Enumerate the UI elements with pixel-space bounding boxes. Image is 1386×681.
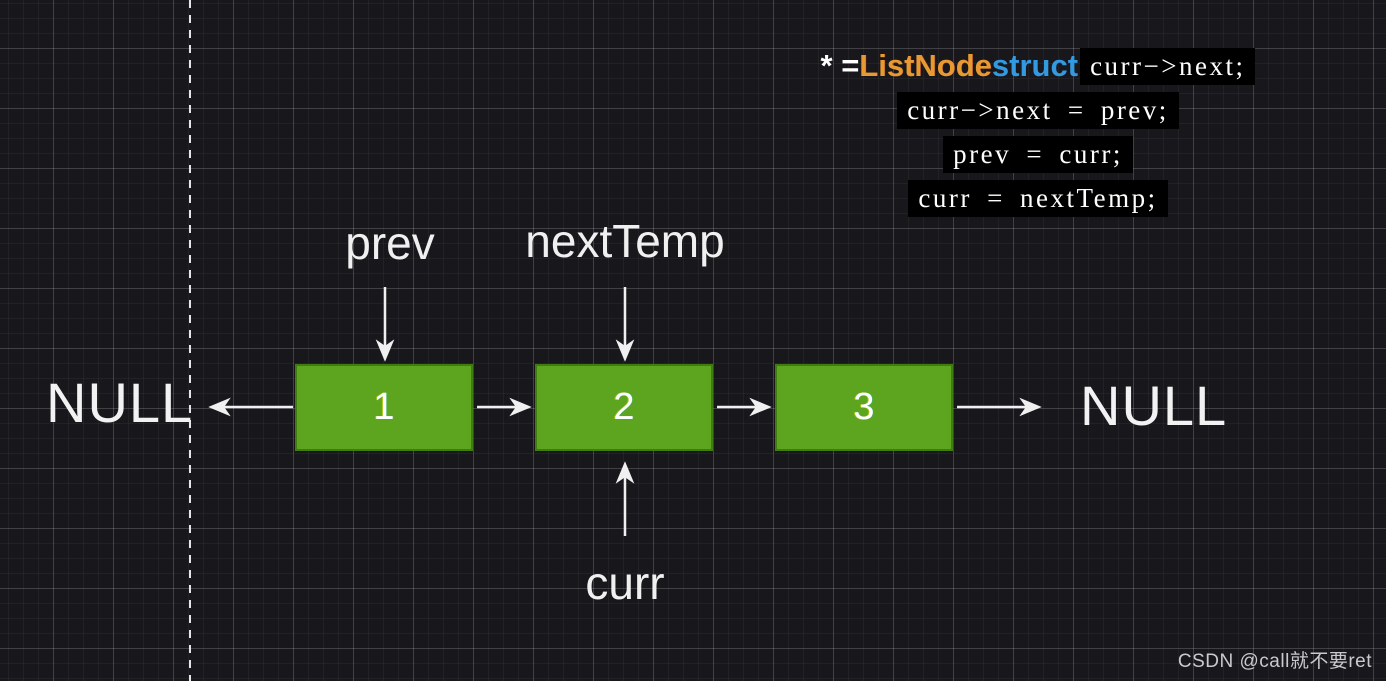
csdn-watermark: CSDN @call就不要ret (1177, 651, 1372, 672)
null-label-left: NULL (46, 371, 194, 434)
list-node-1-value: 1 (373, 386, 395, 428)
pointer-label-curr: curr (585, 557, 665, 609)
code-line-4: curr = nextTemp; (788, 176, 1288, 220)
null-label-right: NULL (1080, 374, 1228, 437)
code-line-3: prev = curr; (788, 132, 1288, 176)
list-node-2-value: 2 (613, 386, 635, 428)
code-token-curr-next: curr−>next; (1080, 48, 1256, 85)
list-node-3: 3 (775, 364, 953, 451)
code-statement-curr-next-prev: curr−>next = prev; (897, 92, 1179, 129)
pointer-label-nexttemp: nextTemp (525, 215, 725, 267)
list-node-3-value: 3 (853, 386, 875, 428)
list-node-2: 2 (535, 364, 713, 451)
code-statement-prev-curr: prev = curr; (943, 136, 1133, 173)
list-node-1: 1 (295, 364, 473, 451)
boundary-dashed-line (189, 0, 191, 681)
code-token-listnode: ListNode (859, 48, 992, 83)
code-token-star-equals: * = (820, 48, 860, 83)
code-line-2: curr−>next = prev; (788, 88, 1288, 132)
code-statement-curr-nexttemp: curr = nextTemp; (908, 180, 1168, 217)
pointer-label-prev: prev (345, 217, 435, 269)
code-token-struct: struct (991, 48, 1079, 83)
